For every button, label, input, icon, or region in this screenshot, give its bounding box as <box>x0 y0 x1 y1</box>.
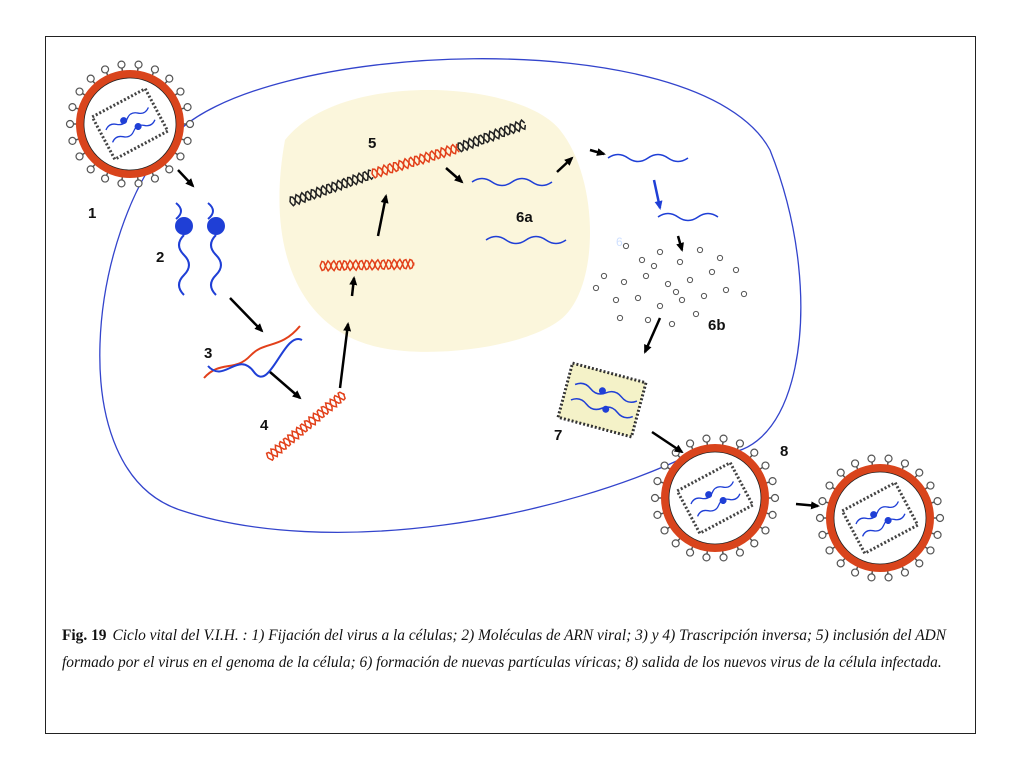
viral-rna-molecules <box>175 202 225 296</box>
process-arrows <box>177 148 820 510</box>
assembled-capsid <box>556 361 648 439</box>
arrow-5-to-6a <box>445 167 464 184</box>
arrow-to-cytoplasm <box>589 148 606 156</box>
nucleus <box>279 90 590 352</box>
step-label-6b: 6b <box>708 317 726 334</box>
arrow-7-to-8 <box>651 430 684 454</box>
arrow-2-to-3 <box>229 297 264 333</box>
figure-number: Fig. 19 <box>62 627 107 644</box>
step-label-6a: 6a <box>516 209 533 226</box>
integrated-viral-dna <box>371 143 460 179</box>
arrow-rna-down <box>652 179 663 210</box>
step-label-4: 4 <box>260 417 269 434</box>
viral-dna-in-nucleus <box>319 258 415 273</box>
arrow-4-to-nucleus <box>338 322 352 389</box>
arrow-1-to-2 <box>177 169 195 188</box>
arrow-3-to-4 <box>269 371 302 400</box>
rna-head-2 <box>207 217 225 235</box>
step-label-8: 8 <box>780 443 788 460</box>
step-label-2: 2 <box>156 249 164 266</box>
step-label-1: 1 <box>88 205 96 222</box>
cell-genome-left <box>289 169 374 207</box>
arrow-8-to-release <box>795 501 820 510</box>
cell-genome-right <box>457 118 527 153</box>
arrow-dna-up <box>349 276 358 297</box>
virus-released <box>815 454 945 582</box>
viral-protein-particles <box>592 242 748 328</box>
rna-strand-2 <box>207 202 222 296</box>
arrow-nucleus-to-genome <box>376 194 389 237</box>
step-label-6-faded: 6 <box>616 235 623 249</box>
new-viral-rna <box>471 153 719 245</box>
step-label-3: 3 <box>204 345 212 362</box>
virus-attaching <box>65 60 195 188</box>
rna-dna-hybrid <box>203 325 303 379</box>
step-label-5: 5 <box>368 135 376 152</box>
viral-dna-helix <box>265 391 346 462</box>
virus-budding <box>650 434 780 562</box>
arrow-to-particles <box>676 235 684 252</box>
rna-strand-1 <box>175 202 190 296</box>
figure-frame <box>45 36 976 734</box>
arrow-6a-up <box>556 156 574 173</box>
arrow-6b-to-7 <box>643 317 662 354</box>
caption-text: Ciclo vital del V.I.H. : 1) Fijación del… <box>62 627 946 671</box>
rna-head-1 <box>175 217 193 235</box>
step-label-7: 7 <box>554 427 562 444</box>
